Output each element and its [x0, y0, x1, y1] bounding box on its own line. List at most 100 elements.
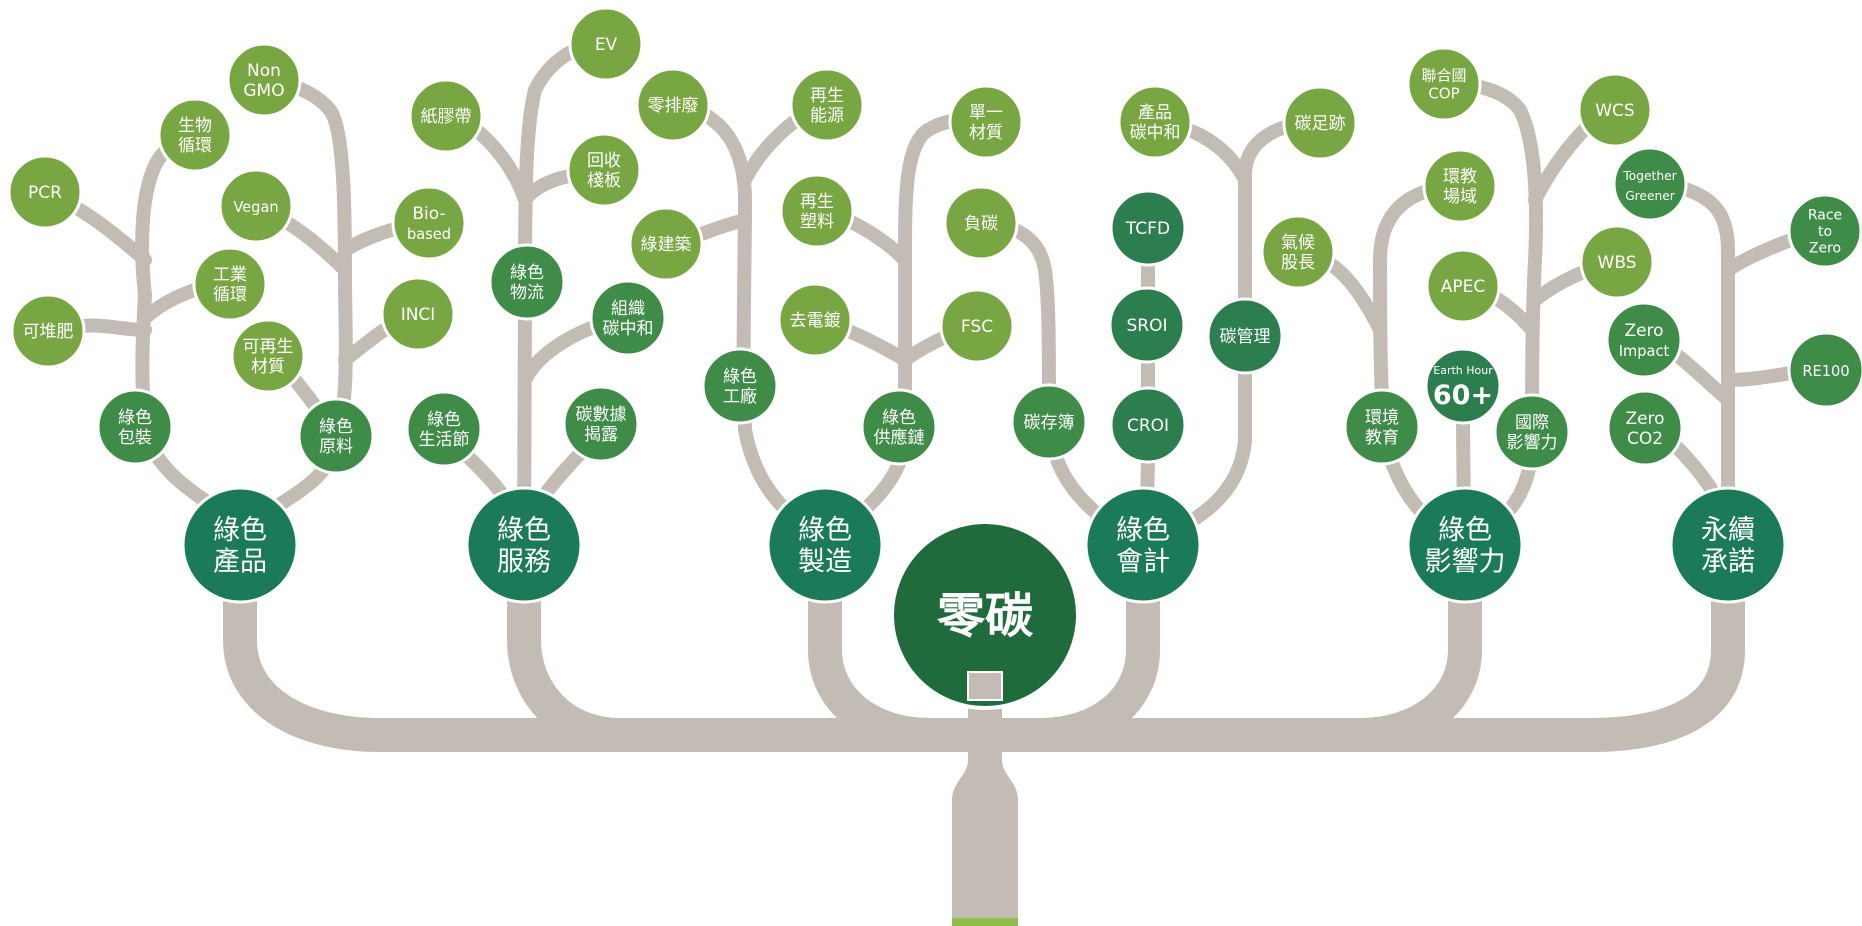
leaf-apec-circle [1425, 248, 1501, 324]
leaf-no-electroplating: 去電鍍 [777, 282, 853, 358]
branch-path [1668, 179, 1736, 387]
leaf-bio-cycle-label-line: 循環 [178, 136, 212, 156]
branch-green-products-circle [181, 486, 299, 604]
leaf-carbon-data-disclosure-label-line: 揭露 [584, 425, 618, 445]
leaf-compostable: 可堆肥 [10, 293, 86, 369]
leaf-together-greener-label-line: Together [1622, 169, 1677, 183]
leaf-green-factory-label-line: 綠色 [723, 367, 757, 387]
leaf-recycled-plastic-label-line: 再生 [800, 192, 834, 212]
leaf-green-packaging-circle [96, 388, 174, 466]
leaf-climate-officer-label-line: 股長 [1281, 253, 1315, 273]
leaf-green-logistics-label-line: 綠色 [510, 263, 544, 283]
leaf-tcfd-label-line: TCFD [1125, 219, 1170, 239]
leaf-carbon-data-disclosure-circle [562, 385, 640, 463]
leaf-zero-impact-circle [1605, 301, 1683, 379]
leaf-green-raw-material-label-line: 原料 [319, 437, 353, 457]
leaf-re100-circle [1787, 331, 1862, 409]
leaf-green-supply-chain-label-line: 綠色 [882, 408, 916, 428]
branch-sustainability-commitment-label-line: 永續 [1701, 515, 1755, 546]
trunk-base [952, 676, 1018, 926]
leaf-inci-circle [380, 276, 456, 352]
leaf-carbon-management: 碳管理 [1206, 297, 1284, 375]
leaf-no-electroplating-label-line: 去電鍍 [790, 310, 841, 331]
leaf-inci: INCI [380, 276, 456, 352]
center-node: 零碳 [890, 520, 1080, 710]
branch-green-accounting-label-line: 會計 [1116, 547, 1170, 578]
leaf-bio-cycle-circle [157, 97, 233, 173]
leaf-bio-based-circle [391, 185, 467, 261]
leaf-org-carbon-neutral-label-line: 碳中和 [603, 319, 654, 339]
center-node-label: 零碳 [937, 588, 1034, 644]
leaf-renewable-material-label-line: 材質 [251, 357, 285, 377]
branch-path [271, 75, 353, 447]
leaf-zero-co2-circle [1606, 389, 1684, 467]
trunk [223, 600, 1745, 926]
leaf-croi-circle [1109, 386, 1187, 464]
leaf-green-living-festival-label-line: 綠色 [427, 410, 461, 430]
trunk-ground [952, 918, 1018, 926]
trunk-neck [967, 671, 1003, 701]
leaf-no-electroplating-circle [777, 282, 853, 358]
leaf-climate-officer-circle [1260, 214, 1336, 290]
leaf-product-carbon-neutral-label-line: 產品 [1138, 103, 1172, 123]
center-node-circle [890, 520, 1080, 710]
leaf-green-logistics-circle [488, 243, 566, 321]
branch-green-influence-circle [1406, 486, 1524, 604]
leaf-recycled-plastic-label-line: 塑料 [800, 212, 834, 232]
branch-green-services-circle [465, 486, 583, 604]
leaf-earth-hour-label-line: Earth Hour [1433, 364, 1493, 377]
leaf-race-to-zero-label-line: to [1818, 224, 1832, 240]
leaf-sroi: SROI [1108, 286, 1186, 364]
leaf-wcs-label-line: WCS [1595, 101, 1634, 121]
leaf-tcfd-circle [1109, 189, 1187, 267]
leaf-sroi-label-line: SROI [1127, 316, 1168, 336]
leaf-fsc: FSC [939, 288, 1015, 364]
leaf-race-to-zero-label-line: Zero [1809, 241, 1841, 257]
trunk-limb [808, 600, 931, 752]
leaf-green-packaging-label-line: 綠色 [118, 408, 152, 428]
leaf-wbs: WBS [1579, 224, 1655, 300]
leaf-re100-label-line: RE100 [1802, 363, 1849, 380]
leaf-compostable-label-line: 可堆肥 [23, 322, 74, 342]
leaf-green-building-label-line: 綠建築 [641, 235, 692, 255]
branch-green-manufacturing-label-line: 綠色 [798, 515, 852, 546]
leaf-croi-label-line: CROI [1127, 416, 1169, 436]
leaf-zero-impact-label-line: Impact [1619, 343, 1670, 360]
leaf-non-gmo-label-line: Non [247, 61, 281, 81]
leaf-wbs-label-line: WBS [1598, 253, 1637, 273]
leaf-sroi-circle [1108, 286, 1186, 364]
leaf-inci-label-line: INCI [401, 305, 436, 325]
leaf-env-education-label-line: 環境 [1365, 408, 1399, 428]
leaf-recycled-board-label-line: 棧板 [587, 171, 621, 191]
leaf-carbon-management-label-line: 碳管理 [1220, 327, 1271, 347]
leaf-zero-waste-label-line: 零排廢 [648, 96, 699, 116]
leaf-wcs-circle [1577, 72, 1653, 148]
leaf-wcs: WCS [1577, 72, 1653, 148]
leaf-non-gmo-circle [226, 42, 302, 118]
branch-green-accounting-label-line: 綠色 [1116, 515, 1170, 546]
leaf-earth-hour-circle [1424, 347, 1502, 425]
leaf-carbon-passbook-label-line: 碳存簿 [1024, 413, 1075, 433]
branch-path [993, 218, 1056, 429]
leaf-zero-waste-circle [635, 67, 711, 143]
leaf-bio-based-label-line: based [407, 226, 451, 243]
leaf-compostable-circle [10, 293, 86, 369]
leaf-single-material-label-line: 材質 [969, 123, 1003, 143]
leaf-tcfd: TCFD [1109, 189, 1187, 267]
leaf-renewable-energy-label-line: 能源 [810, 106, 844, 126]
